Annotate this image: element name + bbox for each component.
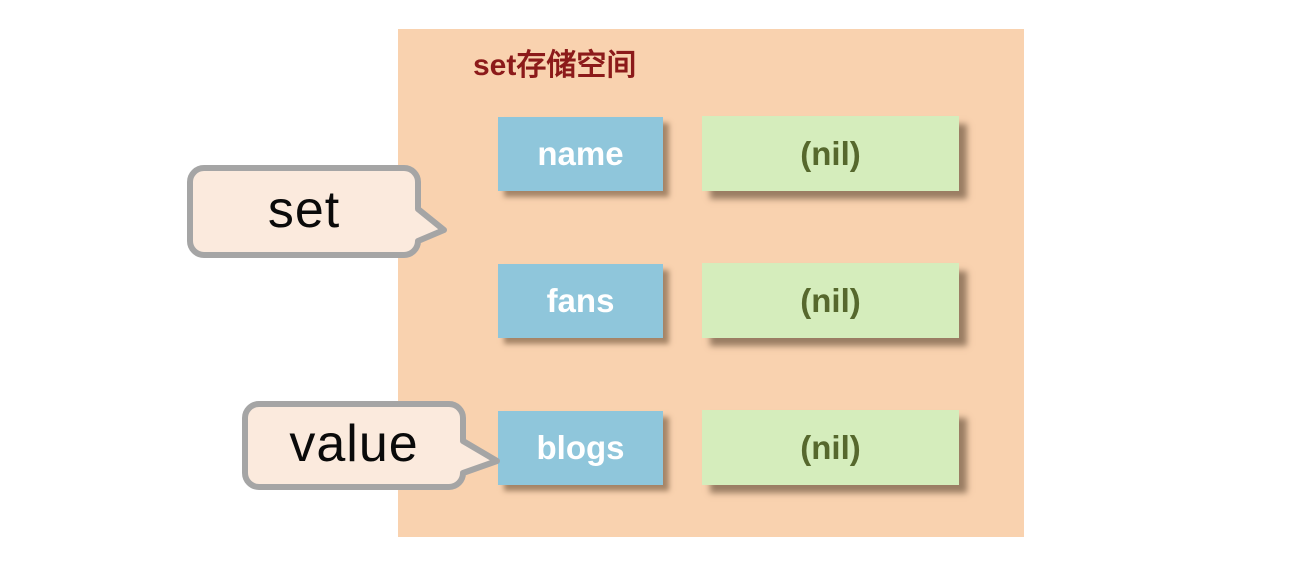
value-box-fans: (nil) xyxy=(702,263,959,338)
speech-bubble-icon xyxy=(242,401,500,490)
value-callout-bubble xyxy=(241,399,503,493)
key-label: fans xyxy=(546,282,615,319)
speech-bubble-icon xyxy=(187,165,447,258)
panel-title-storage-space: 存储空间 xyxy=(516,49,637,82)
key-box-fans: fans xyxy=(498,264,663,338)
key-box-name: name xyxy=(498,117,663,191)
key-label: blogs xyxy=(536,429,625,466)
key-box-blogs: blogs xyxy=(498,411,663,485)
value-label: (nil) xyxy=(800,134,861,172)
value-label: (nil) xyxy=(800,428,861,466)
value-label: (nil) xyxy=(800,281,861,319)
key-label: name xyxy=(537,135,624,172)
set-callout-bubble xyxy=(186,163,448,261)
set-callout-label: set xyxy=(267,180,341,239)
value-box-name: (nil) xyxy=(702,116,959,191)
panel-title-set: set xyxy=(473,49,517,82)
value-callout-label: value xyxy=(289,414,419,473)
value-box-blogs: (nil) xyxy=(702,410,959,485)
panel-title: set存储空间 xyxy=(473,48,636,84)
